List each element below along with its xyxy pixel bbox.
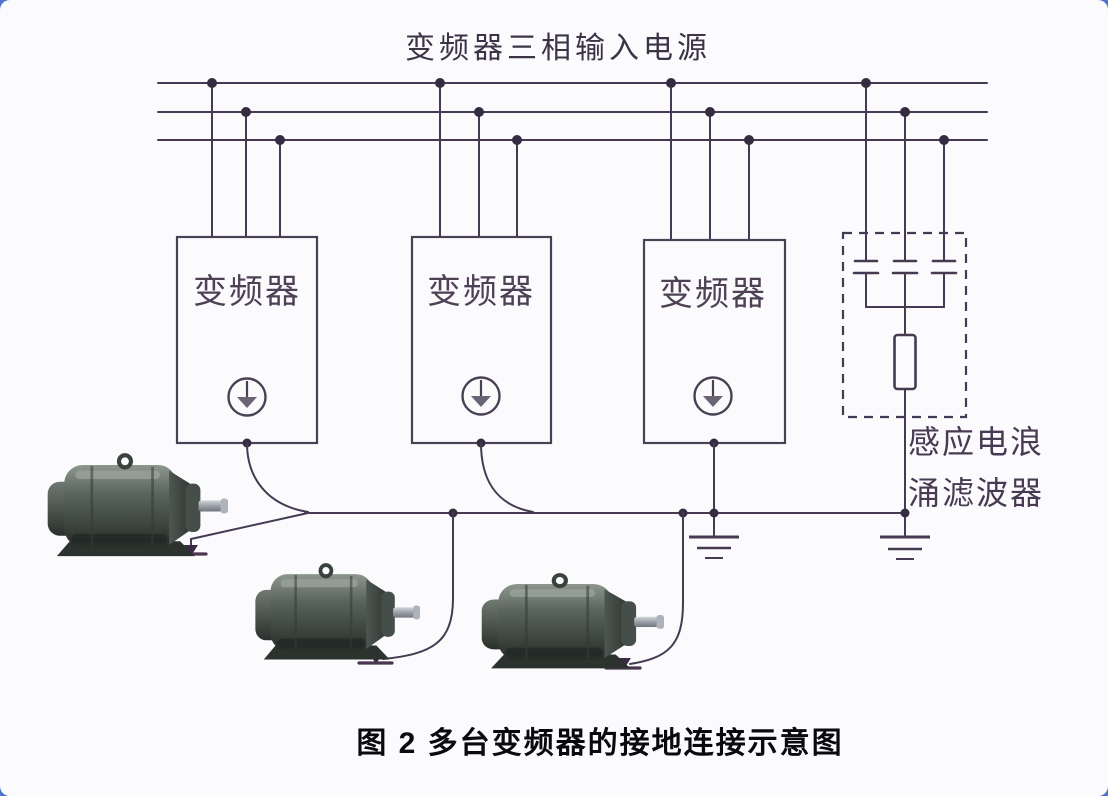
inverter-box-1: 变频器 <box>175 235 319 445</box>
diagram-title: 变频器三相输入电源 <box>405 32 711 65</box>
three-phase-bus-lines <box>157 82 988 141</box>
tap-lines-inverter-2 <box>435 78 522 238</box>
capacitor-1 <box>852 259 880 308</box>
motor-1 <box>48 455 228 556</box>
earth-ground-icon-2 <box>880 535 930 560</box>
surge-filter-label: 感应电浪 涌滤波器 <box>908 424 1044 511</box>
inverter-box-3: 变频器 <box>642 238 787 445</box>
motor-2 <box>253 563 422 662</box>
ground-terminal-icon-1 <box>227 377 267 417</box>
inverter-label-3: 变频器 <box>659 275 767 313</box>
surge-filter-label-line2: 涌滤波器 <box>908 475 1044 511</box>
ground-terminal-icon-3 <box>693 376 733 416</box>
inverter-label-1: 变频器 <box>193 273 301 311</box>
tap-lines-surge-filter <box>861 78 949 262</box>
surge-filter-label-line1: 感应电浪 <box>908 424 1044 460</box>
surge-filter <box>841 231 968 536</box>
earth-ground-icon-1 <box>689 535 739 559</box>
tap-lines-inverter-1 <box>207 78 285 238</box>
inverter-label-2: 变频器 <box>427 273 535 311</box>
capacitor-3 <box>930 259 958 308</box>
capacitor-2 <box>891 259 919 308</box>
figure-caption: 图 2 多台变频器的接地连接示意图 <box>356 726 843 760</box>
resistor <box>893 333 917 391</box>
tap-lines-inverter-3 <box>666 78 754 241</box>
motor-3 <box>482 575 664 668</box>
inverter-box-2: 变频器 <box>410 235 553 445</box>
ground-bus-wiring <box>190 438 910 665</box>
ground-terminal-icon-2 <box>461 376 501 416</box>
